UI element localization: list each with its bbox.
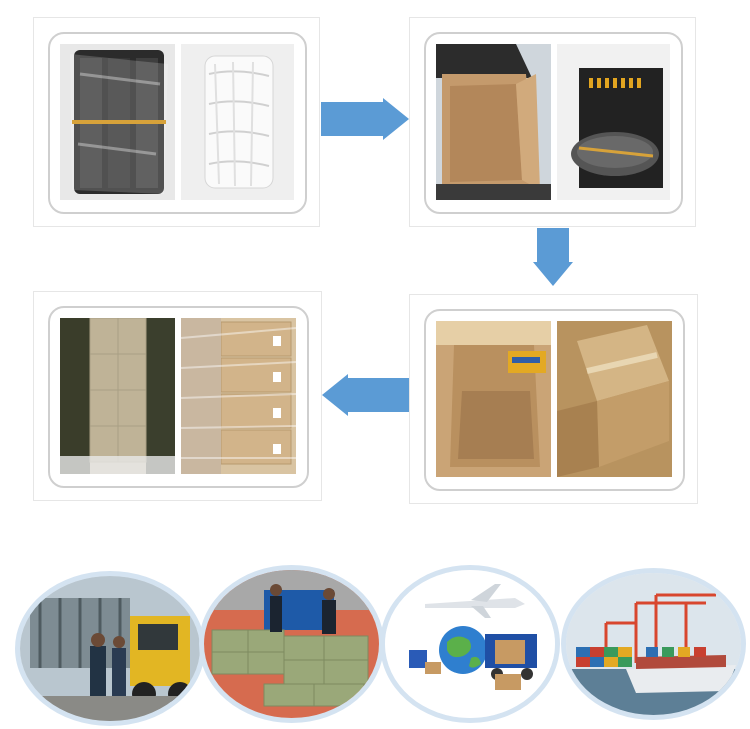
- step-frame-carton: [424, 309, 685, 491]
- step-panel-pallet: [33, 291, 322, 501]
- photo-wrapped-bales-stack: [60, 318, 175, 474]
- shipping-oval-container-port: [561, 568, 746, 720]
- step-frame-box: [424, 32, 683, 214]
- photo-sealed-cartons: [557, 321, 672, 477]
- shipping-oval-workers-loading: [199, 565, 384, 723]
- photo-battery-on-box: [557, 44, 670, 200]
- arrow-right-icon: [321, 98, 409, 140]
- photo-wrapped-battery-white-foam: [181, 44, 294, 200]
- photo-open-carton-black-box: [436, 44, 551, 200]
- step-panel-wrap: [33, 17, 320, 227]
- step-panel-carton: [409, 294, 698, 504]
- photo-open-carton-with-item: [436, 321, 551, 477]
- arrow-left-icon: [322, 374, 410, 416]
- shipping-oval-air-road-logistics: [380, 565, 560, 723]
- arrow-down-icon: [533, 228, 573, 286]
- photo-wrapped-battery-black: [60, 44, 175, 200]
- step-frame-wrap: [48, 32, 307, 214]
- photo-stretch-wrapped-pallet: [181, 318, 296, 474]
- step-panel-box: [409, 17, 696, 227]
- shipping-oval-truck-loading: [15, 571, 205, 726]
- step-frame-pallet: [48, 306, 309, 488]
